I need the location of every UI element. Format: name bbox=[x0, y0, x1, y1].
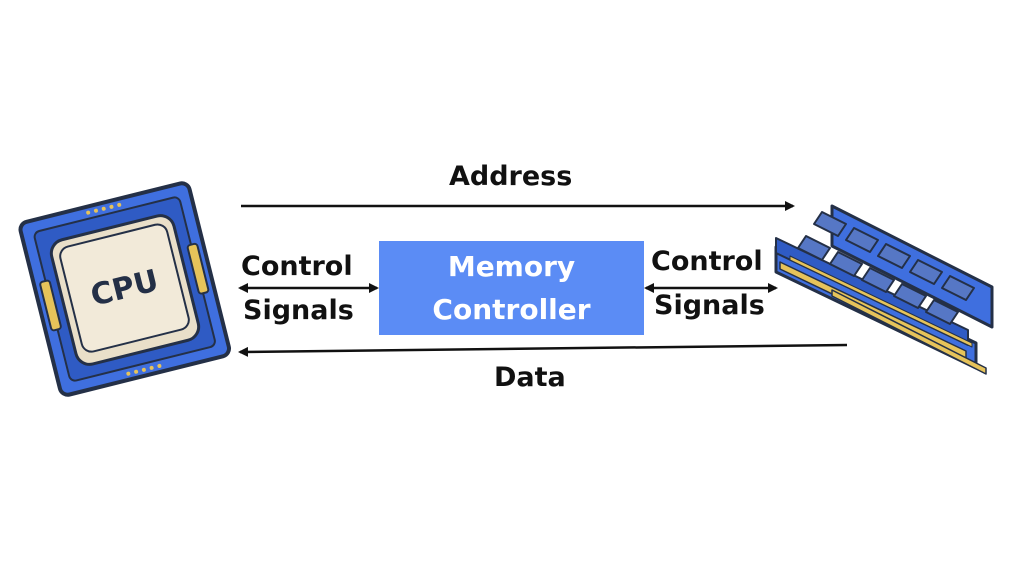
control-signals-left-line2: Signals bbox=[243, 295, 354, 326]
memory-controller-line2: Controller bbox=[432, 293, 591, 326]
cpu-chip-icon: CPU bbox=[18, 181, 232, 397]
memory-controller-box: Memory Controller bbox=[379, 241, 644, 335]
control-signals-left-line1: Control bbox=[241, 251, 353, 282]
ram-module-icon bbox=[774, 204, 994, 375]
data-arrow bbox=[238, 343, 848, 357]
address-label: Address bbox=[449, 161, 573, 192]
control-signals-right-line1: Control bbox=[651, 246, 763, 277]
data-label: Data bbox=[494, 362, 566, 393]
memory-controller-line1: Memory bbox=[447, 249, 576, 283]
control-signals-right-line2: Signals bbox=[654, 290, 765, 321]
